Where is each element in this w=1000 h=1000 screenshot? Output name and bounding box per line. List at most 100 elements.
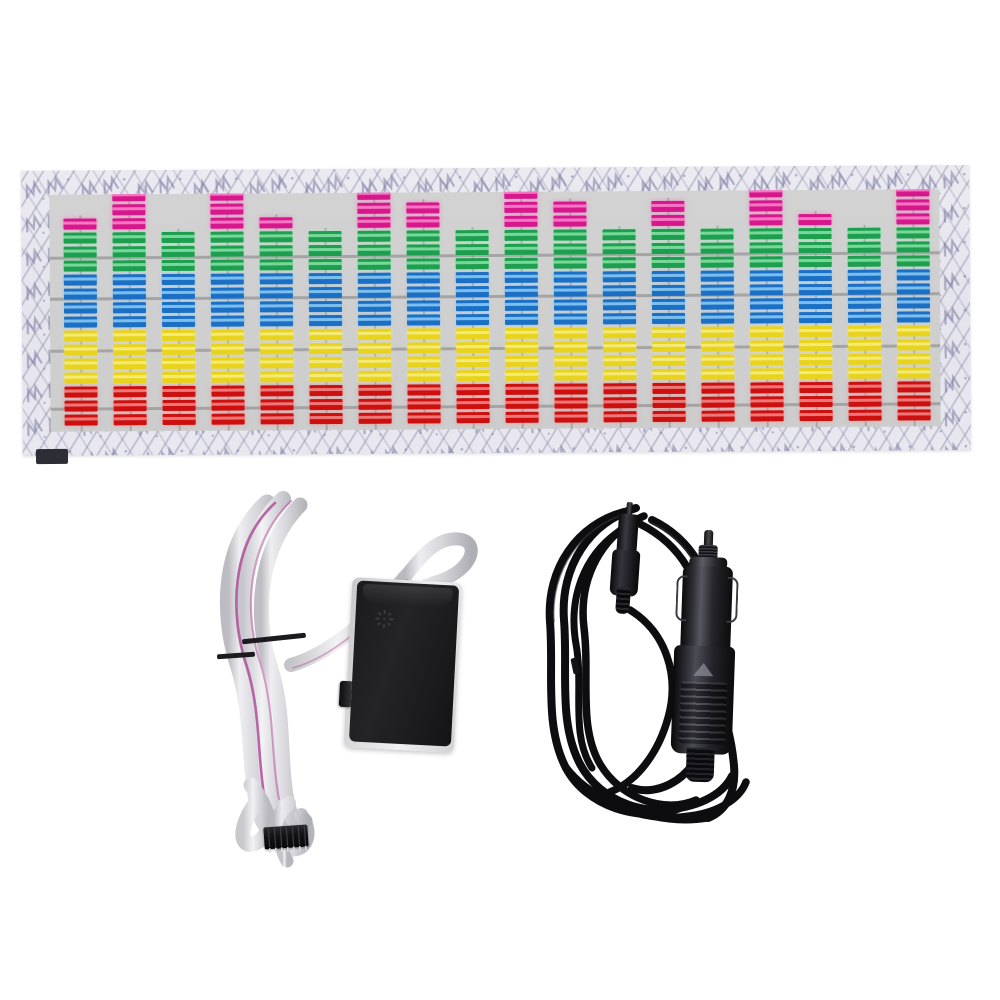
led-segment-magenta — [259, 217, 293, 229]
led-segment-green — [63, 246, 97, 258]
led-segment-yellow — [848, 367, 882, 379]
led-segment-yellow — [652, 368, 686, 381]
led-segment-yellow — [505, 341, 539, 353]
led-segment-green — [700, 228, 734, 240]
led-segment-magenta — [504, 215, 538, 227]
led-segment-blue — [64, 316, 98, 328]
led-segment-yellow — [211, 371, 245, 383]
led-segment-blue — [504, 285, 538, 297]
plug-grip-ribs — [678, 681, 728, 745]
led-segment-green — [749, 256, 783, 268]
led-segment-red — [309, 398, 343, 411]
led-segment-blue — [701, 312, 735, 324]
led-segment-blue — [651, 284, 685, 297]
led-segment-red — [260, 413, 294, 425]
equalizer-bar — [406, 199, 441, 430]
led-segment-magenta — [357, 216, 391, 228]
led-segment-blue — [210, 301, 245, 313]
led-segment-green — [553, 243, 587, 255]
led-segment-yellow — [309, 342, 343, 355]
led-segment-magenta — [112, 218, 146, 230]
led-segment-green — [112, 232, 146, 244]
led-segment-green — [210, 259, 244, 271]
led-segment-magenta — [504, 201, 538, 213]
led-segment-green — [896, 227, 930, 239]
led-segment-red — [799, 395, 833, 408]
led-segment-yellow — [64, 372, 98, 384]
led-segment-yellow — [407, 328, 441, 340]
led-segment-red — [456, 412, 490, 424]
led-segment-green — [259, 259, 293, 271]
led-segment-yellow — [456, 342, 490, 354]
led-segment-blue — [602, 285, 636, 297]
led-segment-blue — [455, 272, 489, 284]
led-segment-yellow — [848, 339, 882, 351]
led-segment-blue — [161, 287, 195, 300]
led-segment-red — [603, 397, 637, 409]
led-segment-blue — [749, 284, 783, 296]
led-segment-blue — [505, 313, 539, 325]
led-segment-yellow — [64, 330, 98, 342]
led-segment-blue — [112, 302, 147, 314]
led-segment-red — [113, 400, 147, 412]
led-segment-blue — [700, 270, 734, 282]
led-segment-green — [847, 241, 881, 253]
led-segment-blue — [896, 269, 930, 281]
led-segment-blue — [162, 315, 196, 328]
led-segment-red — [897, 409, 931, 421]
led-segment-green — [798, 241, 832, 254]
triangle-arrow-icon — [693, 662, 714, 677]
led-segment-green — [651, 242, 685, 255]
led-segment-green — [553, 257, 587, 269]
plug-strain-relief — [685, 747, 715, 783]
led-segment-yellow — [260, 371, 294, 383]
led-segment-yellow — [701, 326, 735, 338]
led-segment-red — [652, 410, 686, 423]
led-segment-blue — [112, 274, 146, 286]
led-segment-red — [897, 395, 931, 407]
led-segment-yellow — [701, 354, 735, 366]
led-segment-yellow — [750, 326, 784, 338]
led-segment-yellow — [897, 339, 931, 351]
led-segment-green — [896, 255, 930, 267]
led-segment-red — [162, 385, 196, 398]
led-segment-blue — [602, 271, 636, 283]
led-segment-blue — [749, 298, 783, 310]
led-segment-red — [260, 385, 294, 397]
control-box-face — [348, 580, 460, 747]
led-segment-blue — [553, 271, 587, 283]
led-segment-red — [211, 385, 245, 397]
power-switch[interactable] — [338, 680, 353, 708]
led-segment-red — [554, 411, 588, 423]
led-segment-red — [162, 413, 196, 426]
led-segment-blue — [259, 273, 293, 285]
led-segment-green — [63, 260, 97, 272]
led-segment-magenta — [357, 202, 391, 214]
led-segment-red — [701, 410, 735, 422]
led-segment-green — [455, 230, 489, 242]
led-segment-yellow — [456, 328, 490, 340]
led-segment-blue — [504, 299, 539, 311]
led-segment-magenta — [210, 203, 244, 215]
led-segment-yellow — [505, 327, 539, 339]
led-segment-green — [357, 244, 391, 256]
led-segment-blue — [798, 269, 832, 282]
led-segment-yellow — [358, 328, 392, 340]
led-segment-red — [652, 382, 686, 395]
led-segment-blue — [112, 288, 146, 300]
led-segment-yellow — [260, 357, 294, 369]
led-segment-magenta — [798, 213, 832, 226]
cable-tie — [570, 657, 580, 675]
led-segment-red — [309, 384, 343, 397]
plug-contact-clip — [675, 575, 688, 622]
led-segment-yellow — [701, 340, 735, 352]
led-segment-blue — [554, 313, 588, 325]
led-segment-yellow — [750, 354, 784, 366]
led-segment-green — [406, 230, 440, 242]
led-segment-red — [456, 398, 490, 410]
led-segment-blue — [63, 302, 98, 314]
led-segment-yellow — [260, 329, 294, 341]
led-segment-magenta — [406, 216, 440, 228]
led-segment-yellow — [113, 344, 147, 356]
